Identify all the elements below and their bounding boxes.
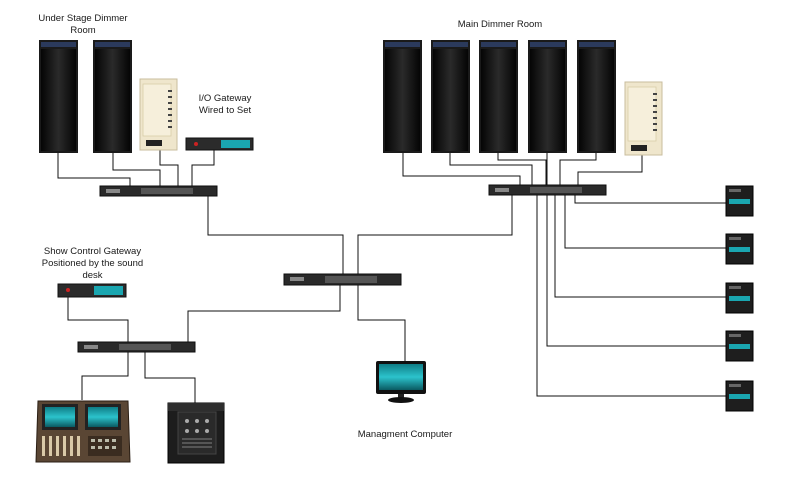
rack-under-stage-1 bbox=[39, 40, 78, 153]
rack-main-5 bbox=[577, 40, 616, 153]
io-gateway-label: I/O Gateway Wired to Set bbox=[198, 93, 252, 116]
connection-lines bbox=[57, 150, 728, 404]
under-stage-dimmer-room-label: Under Stage Dimmer Room bbox=[38, 13, 128, 36]
dimmer-module-3 bbox=[725, 282, 754, 314]
rack-main-4 bbox=[528, 40, 567, 153]
lighting-console bbox=[35, 400, 131, 463]
dimmer-cabinet-under-stage bbox=[139, 78, 178, 151]
rack-main-3 bbox=[479, 40, 518, 153]
rack-under-stage-2 bbox=[93, 40, 132, 153]
network-switch-center bbox=[283, 273, 402, 286]
network-switch-lower bbox=[77, 341, 196, 353]
dimmer-module-4 bbox=[725, 330, 754, 362]
dimmer-module-5 bbox=[725, 380, 754, 412]
management-computer-label: Managment Computer bbox=[357, 429, 453, 440]
dimmer-module-1 bbox=[725, 185, 754, 217]
io-gateway-device bbox=[185, 137, 254, 151]
network-switch-under-stage bbox=[99, 185, 218, 197]
portable-dimmer-unit bbox=[167, 402, 225, 464]
dimmer-cabinet-main bbox=[624, 81, 663, 156]
show-control-gateway-device bbox=[57, 283, 127, 298]
dimmer-module-2 bbox=[725, 233, 754, 265]
main-dimmer-room-label: Main Dimmer Room bbox=[457, 19, 543, 30]
network-switch-main bbox=[488, 184, 607, 196]
management-computer-monitor bbox=[376, 361, 426, 403]
show-control-gateway-label: Show Control Gateway Positioned by the s… bbox=[41, 246, 144, 281]
rack-main-2 bbox=[431, 40, 470, 153]
rack-main-1 bbox=[383, 40, 422, 153]
